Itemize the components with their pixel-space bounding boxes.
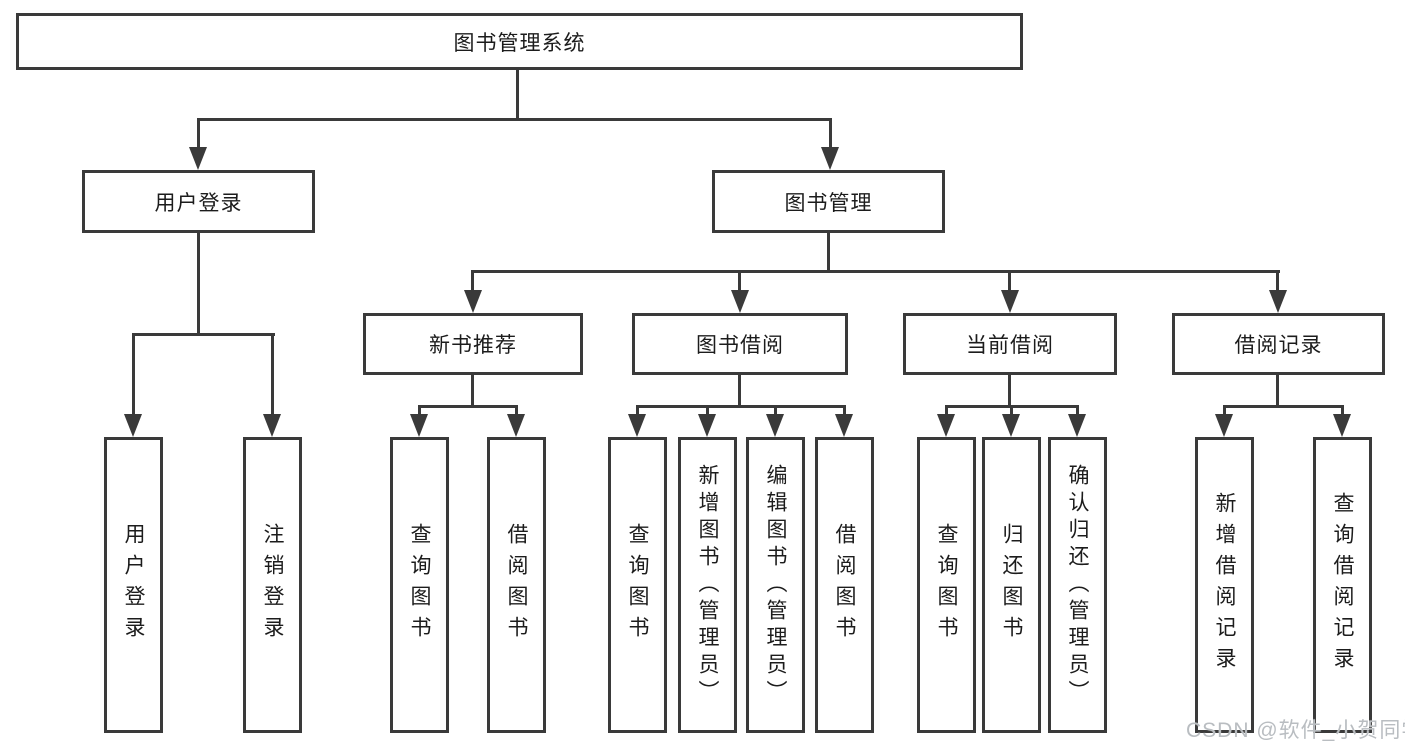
- leaf-user-login: 用户登录: [104, 437, 163, 733]
- connector-line: [132, 333, 135, 417]
- connector-line: [1076, 405, 1079, 417]
- leaf-add-borrow-record-label: 新增借阅记录: [1213, 492, 1236, 678]
- node-user-login-label: 用户登录: [154, 191, 243, 215]
- leaf-edit-book-admin-label: 编辑图书（管理员）: [764, 463, 787, 707]
- leaf-query-books-2-label: 查询图书: [626, 523, 649, 647]
- leaf-return-books: 归还图书: [982, 437, 1041, 733]
- leaf-logout: 注销登录: [243, 437, 302, 733]
- leaf-query-books-1: 查询图书: [390, 437, 449, 733]
- connector-line: [706, 405, 709, 417]
- arrow-down-icon: [698, 414, 716, 437]
- node-book-borrowing-label: 图书借阅: [696, 334, 784, 357]
- arrow-down-icon: [835, 414, 853, 437]
- node-current-borrowing: 当前借阅: [903, 313, 1117, 375]
- leaf-return-books-label: 归还图书: [1000, 523, 1023, 647]
- connector-line: [1341, 405, 1344, 417]
- arrow-down-icon: [124, 414, 142, 437]
- connector-line: [418, 405, 421, 417]
- connector-line: [271, 333, 274, 417]
- connector-line: [843, 405, 846, 417]
- connector-line: [471, 270, 474, 292]
- connector-line: [132, 333, 275, 336]
- leaf-add-borrow-record: 新增借阅记录: [1195, 437, 1254, 733]
- arrow-down-icon: [507, 414, 525, 437]
- connector-line: [1276, 270, 1279, 292]
- connector-line: [1223, 405, 1226, 417]
- leaf-logout-label: 注销登录: [261, 523, 284, 647]
- arrow-down-icon: [1269, 290, 1287, 313]
- connector-line: [1008, 373, 1011, 407]
- connector-line: [197, 118, 200, 150]
- arrow-down-icon: [937, 414, 955, 437]
- arrow-down-icon: [766, 414, 784, 437]
- connector-line: [827, 231, 830, 273]
- connector-line: [1010, 405, 1013, 417]
- leaf-confirm-return-admin: 确认归还（管理员）: [1048, 437, 1107, 733]
- connector-line: [636, 405, 846, 408]
- leaf-query-books-3: 查询图书: [917, 437, 976, 733]
- node-current-borrowing-label: 当前借阅: [966, 334, 1054, 357]
- connector-line: [1276, 373, 1279, 407]
- connector-line: [1008, 270, 1011, 292]
- leaf-borrow-books-2-label: 借阅图书: [833, 523, 856, 647]
- leaf-query-books-3-label: 查询图书: [935, 523, 958, 647]
- node-book-management-label: 图书管理: [784, 191, 873, 215]
- connector-line: [945, 405, 948, 417]
- leaf-user-login-label: 用户登录: [122, 523, 145, 647]
- connector-line: [829, 118, 832, 150]
- leaf-borrow-books-2: 借阅图书: [815, 437, 874, 733]
- csdn-watermark: CSDN @软件_小贺同学: [1186, 719, 1405, 742]
- connector-line: [738, 270, 741, 292]
- arrow-down-icon: [821, 147, 839, 170]
- connector-line: [774, 405, 777, 417]
- connector-line: [515, 405, 518, 417]
- connector-line: [516, 68, 519, 120]
- arrow-down-icon: [464, 290, 482, 313]
- connector-line: [738, 373, 741, 407]
- node-borrow-records: 借阅记录: [1172, 313, 1385, 375]
- arrow-down-icon: [263, 414, 281, 437]
- arrow-down-icon: [1215, 414, 1233, 437]
- leaf-confirm-return-admin-label: 确认归还（管理员）: [1066, 463, 1089, 707]
- connector-line: [471, 373, 474, 407]
- node-borrow-records-label: 借阅记录: [1234, 334, 1323, 357]
- node-new-book-recommend-label: 新书推荐: [429, 334, 517, 357]
- arrow-down-icon: [628, 414, 646, 437]
- arrow-down-icon: [1001, 290, 1019, 313]
- connector-line: [1223, 405, 1344, 408]
- leaf-query-borrow-record: 查询借阅记录: [1313, 437, 1372, 733]
- node-book-management: 图书管理: [712, 170, 945, 233]
- leaf-borrow-books-1: 借阅图书: [487, 437, 546, 733]
- leaf-add-book-admin-label: 新增图书（管理员）: [696, 463, 719, 707]
- arrow-down-icon: [731, 290, 749, 313]
- node-new-book-recommend: 新书推荐: [363, 313, 583, 375]
- node-book-borrowing: 图书借阅: [632, 313, 848, 375]
- connector-line: [636, 405, 639, 417]
- leaf-query-books-2: 查询图书: [608, 437, 667, 733]
- leaf-query-books-1-label: 查询图书: [408, 523, 431, 647]
- connector-line: [471, 270, 1280, 273]
- node-user-login: 用户登录: [82, 170, 315, 233]
- arrow-down-icon: [1333, 414, 1351, 437]
- node-root-label: 图书管理系统: [453, 31, 586, 55]
- arrow-down-icon: [1002, 414, 1020, 437]
- arrow-down-icon: [189, 147, 207, 170]
- node-root: 图书管理系统: [16, 13, 1023, 70]
- arrow-down-icon: [1068, 414, 1086, 437]
- leaf-borrow-books-1-label: 借阅图书: [505, 523, 528, 647]
- arrow-down-icon: [410, 414, 428, 437]
- connector-line: [197, 118, 832, 121]
- leaf-edit-book-admin: 编辑图书（管理员）: [746, 437, 805, 733]
- connector-line: [197, 231, 200, 335]
- connector-line: [418, 405, 518, 408]
- leaf-add-book-admin: 新增图书（管理员）: [678, 437, 737, 733]
- leaf-query-borrow-record-label: 查询借阅记录: [1331, 492, 1354, 678]
